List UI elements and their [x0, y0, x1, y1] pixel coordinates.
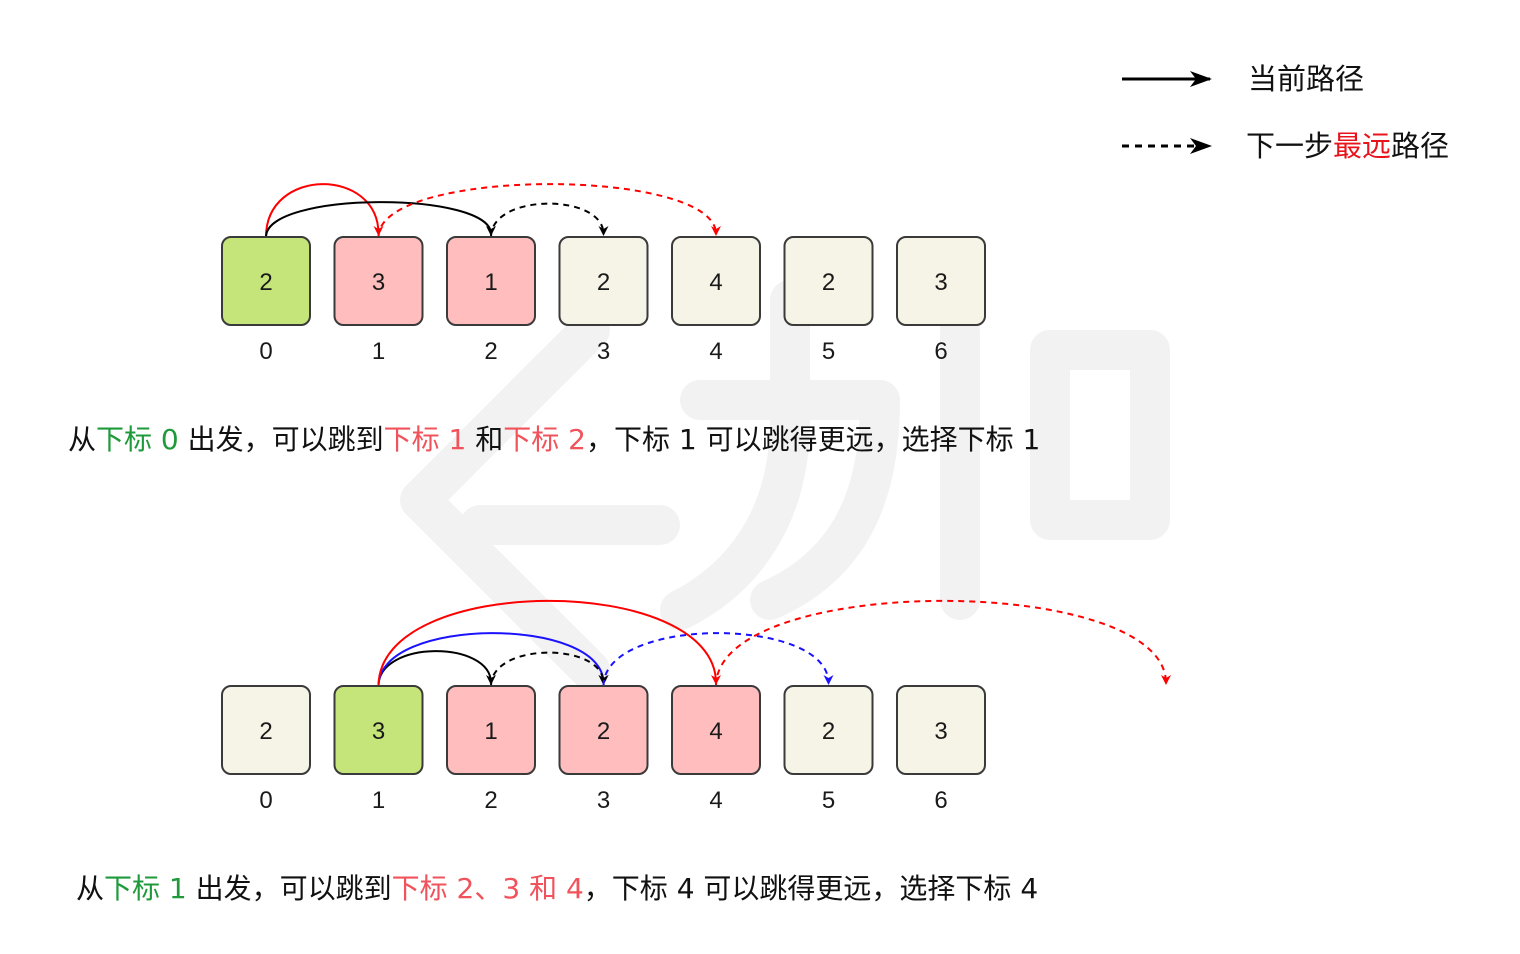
arrow-red-dashed-4-to-8: [715, 599, 1171, 687]
arrow-blue-solid-1-to-3: [377, 632, 609, 687]
arrow-black-solid-1-to-2: [377, 650, 496, 687]
array-cell-value: 3: [934, 718, 947, 745]
array-cell-2-candidate: [446, 236, 536, 326]
array-cell-value: 4: [709, 718, 722, 745]
array-cell-value: 3: [372, 269, 385, 296]
array-cell-value: 2: [597, 269, 610, 296]
text-segment: 出发，可以跳到: [186, 872, 392, 905]
array-index-label: 3: [597, 787, 610, 814]
arrow-red-solid-0-to-1: [265, 183, 384, 238]
text-segment: 和: [466, 423, 504, 456]
array-cell-4-candidate: [671, 685, 761, 775]
array-cell-5-default: [783, 685, 874, 775]
step-1-caption: 从下标 0 出发，可以跳到下标 1 和下标 2，下标 1 可以跳得更远，选择下标…: [68, 423, 1040, 457]
array-cell-value: 2: [822, 718, 835, 745]
array-cell-4-default: [671, 236, 761, 326]
array-cell-value: 2: [259, 718, 272, 745]
legend-current-path-label: 当前路径: [1248, 62, 1364, 96]
array-cell-3-candidate: [558, 685, 649, 775]
array-cell-3-default: [558, 236, 649, 326]
array-cell-5-default: [783, 236, 874, 326]
array-index-label: 2: [484, 338, 497, 365]
array-cell-value: 2: [822, 269, 835, 296]
text-segment: ，下标 1 可以跳得更远，选择下标 1: [585, 423, 1041, 456]
text-segment: 下标 1: [383, 423, 467, 456]
text-segment: 从: [68, 423, 97, 456]
step-2-caption: 从下标 1 出发，可以跳到下标 2、3 和 4，下标 4 可以跳得更远，选择下标…: [76, 872, 1038, 906]
text-segment: 路径: [1391, 129, 1450, 163]
array-cell-value: 3: [934, 269, 947, 296]
legend-next-farthest-label: 下一步最远路径: [1246, 129, 1449, 163]
array-index-label: 6: [934, 338, 947, 365]
arrow-black-dashed-2-to-3: [490, 651, 609, 687]
array-cell-6-default: [896, 685, 986, 775]
step-1-group: 2 0 3 1 1 2 2 3 4 4 2 5 3 6: [221, 183, 986, 365]
array-cell-value: 2: [597, 718, 610, 745]
array-cell-0-current: [221, 236, 311, 326]
array-cell-value: 1: [484, 269, 497, 296]
text-segment: 最远: [1333, 129, 1392, 163]
array-index-label: 0: [259, 338, 272, 365]
arrow-black-dashed-2-to-3: [490, 202, 609, 238]
text-segment: ，下标 4 可以跳得更远，选择下标 4: [583, 872, 1039, 905]
arrow-red-solid-1-to-4: [377, 599, 721, 687]
array-cell-1-candidate: [333, 236, 424, 326]
array-index-label: 5: [822, 787, 835, 814]
arrow-blue-dashed-3-to-5: [602, 632, 834, 687]
array-cell-value: 2: [259, 269, 272, 296]
text-segment: 下一步: [1246, 129, 1334, 163]
array-index-label: 0: [259, 787, 272, 814]
array-index-label: 4: [709, 338, 722, 365]
array-cell-value: 3: [372, 718, 385, 745]
step-2-group: 2 0 3 1 1 2 2 3 4 4 2 5 3 6: [221, 599, 1171, 814]
arrow-red-dashed-1-to-4: [377, 183, 721, 238]
text-segment: 下标 1: [104, 872, 187, 905]
text-segment: 出发，可以跳到: [178, 423, 384, 456]
array-index-label: 3: [597, 338, 610, 365]
text-segment: 从: [76, 872, 105, 905]
text-segment: 下标 2: [503, 423, 586, 456]
array-index-label: 6: [934, 787, 947, 814]
array-index-label: 2: [484, 787, 497, 814]
array-cell-value: 1: [484, 718, 497, 745]
text-segment: 下标 2、3 和 4: [391, 872, 584, 905]
text-segment: 下标 0: [96, 423, 179, 456]
array-cell-1-current: [333, 685, 424, 775]
arrow-black-solid-0-to-2: [265, 201, 496, 238]
array-index-label: 5: [822, 338, 835, 365]
array-cell-2-candidate: [446, 685, 536, 775]
array-index-label: 1: [372, 338, 385, 365]
array-cell-value: 4: [709, 269, 722, 296]
array-index-label: 1: [372, 787, 385, 814]
text-segment: 当前路径: [1248, 62, 1365, 96]
array-cell-0-default: [221, 685, 311, 775]
array-cell-6-default: [896, 236, 986, 326]
array-index-label: 4: [709, 787, 722, 814]
